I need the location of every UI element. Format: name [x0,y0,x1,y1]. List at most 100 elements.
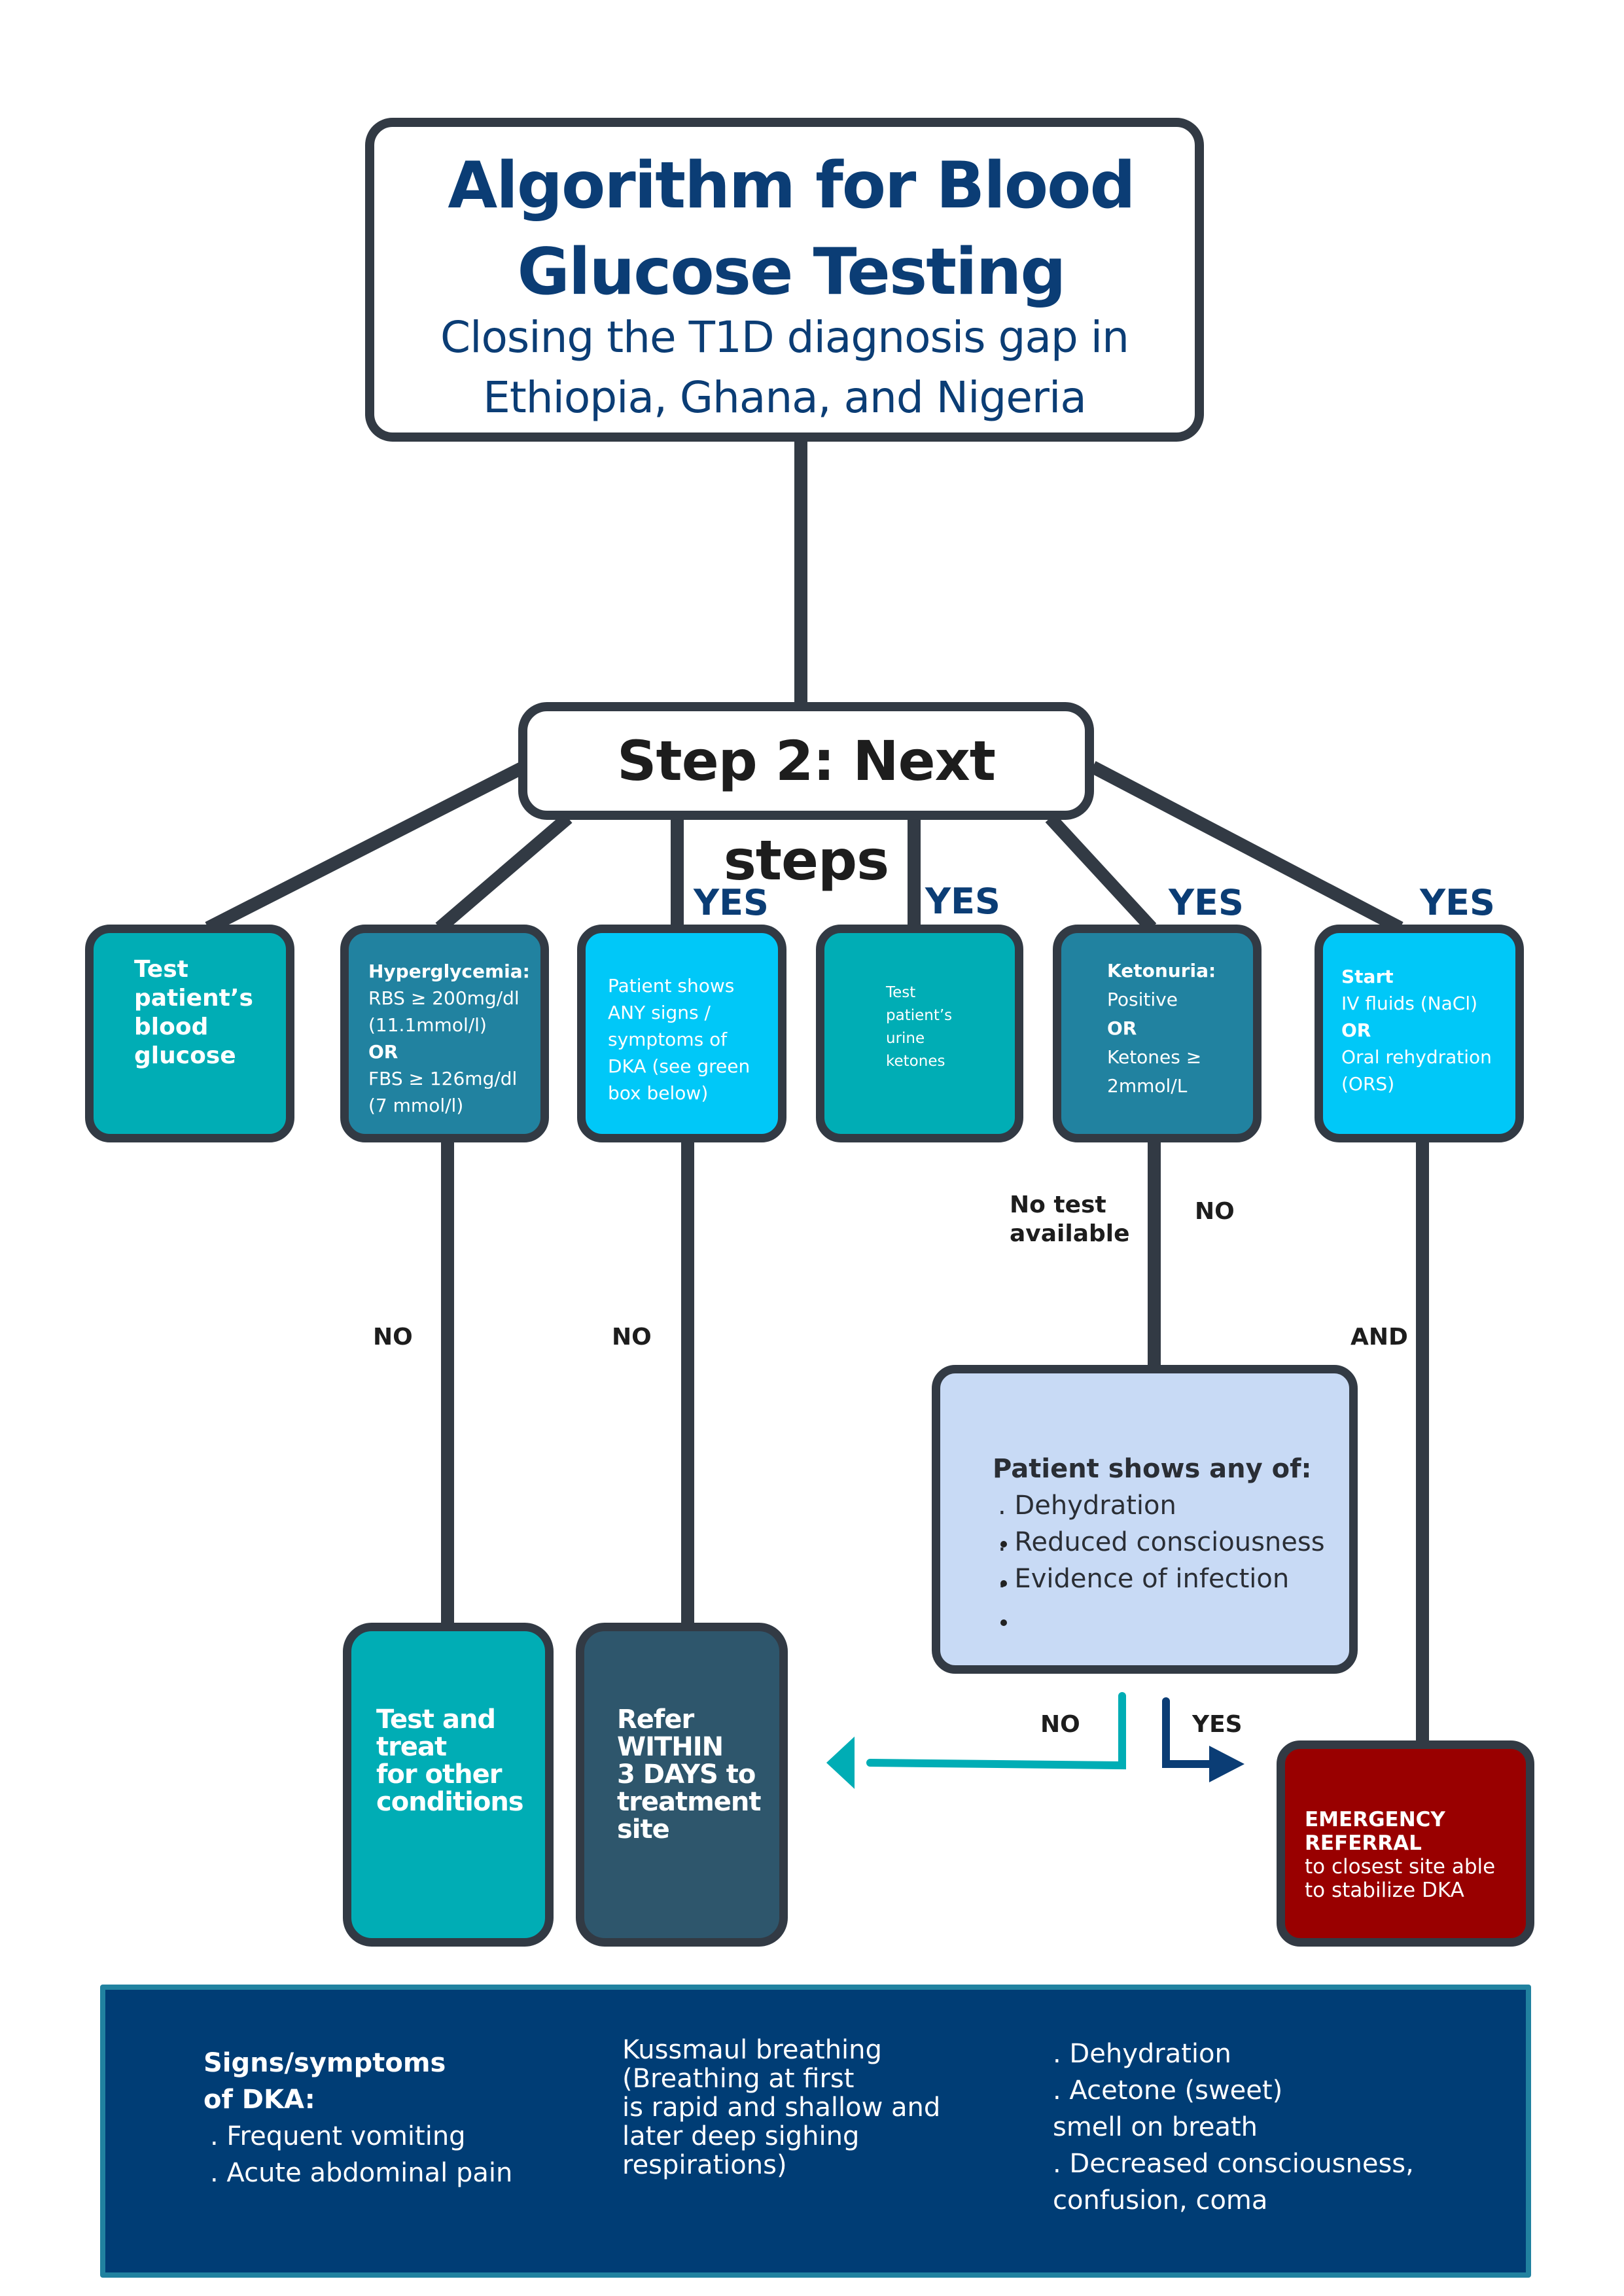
subtitle-line-1: Closing the T1D diagnosis gap in [440,312,1129,362]
box-line: Ketonuria: [1107,960,1216,981]
emergency-heading: REFERRAL [1305,1831,1422,1855]
step-2-label: Step 2: Next steps [617,729,996,892]
dka-symptoms-panel: Signs/symptoms of DKA: . Frequent vomiti… [100,1985,1531,2278]
box-line: DKA (see green [608,1055,750,1077]
bullet-icon [1000,1619,1007,1626]
step-2-box: Step 2: Next steps [518,702,1094,892]
no-test-available-label: No test available [1010,1191,1130,1248]
box-line: box below) [608,1082,709,1104]
subtitle-line-2: Ethiopia, Ghana, and Nigeria [483,372,1087,423]
box-line: glucose [134,1042,236,1069]
box-line: OR [1107,1017,1137,1039]
box-line: Test [886,984,916,1001]
box-line: OR [368,1041,398,1063]
box-line: Test and [376,1704,496,1735]
box-line: Hyperglycemia: [368,961,530,982]
box-line: for other [376,1759,502,1790]
connector-step-to-box1 [205,761,527,934]
no-label: NO [612,1324,652,1351]
box-line: 2mmol/L [1107,1075,1188,1097]
title-box: Algorithm for Blood Glucose Testing Clos… [365,118,1204,442]
ketonuria-box: Ketonuria: Positive OR Ketones ≥ 2mmol/L [1053,925,1262,1142]
box-line: urine [886,1030,925,1047]
box-line: FBS ≥ 126mg/dl [368,1068,518,1089]
box-line: IV fluids (NaCl) [1341,993,1478,1014]
emergency-line: to stabilize DKA [1305,1879,1464,1902]
connector-step-to-box6 [1089,761,1403,934]
box-line: Oral rehydration [1341,1046,1492,1068]
symptom-line: confusion, coma [1053,2185,1268,2216]
box-line: Start [1341,966,1394,987]
test-blood-glucose-box: Test patient’s blood glucose [85,925,294,1142]
emergency-line: to closest site able [1305,1855,1496,1879]
no-label: NO [1040,1711,1080,1738]
title-line-1: Algorithm for Blood [448,149,1135,223]
hyperglycemia-box: Hyperglycemia: RBS ≥ 200mg/dl (11.1mmol/… [340,925,549,1142]
symptom-line: Kussmaul breathing [622,2035,882,2065]
box-line: ANY signs / [608,1002,711,1023]
box-line: treatment [617,1787,761,1817]
box-line: Ketones ≥ [1107,1046,1202,1068]
test-and-treat-box: Test and treat for other conditions [343,1623,554,1947]
symptom-line: respirations) [622,2150,787,2180]
box-line: Positive [1107,989,1178,1010]
panel-column-3: . Dehydration . Acetone (sweet) smell on… [1053,2036,1414,2219]
box-line: WITHIN [617,1732,724,1762]
box-line: (7 mmol/l) [368,1095,464,1116]
symptom-item: . Frequent vomiting [210,2121,466,2151]
bullet-icon [1000,1541,1007,1547]
start-fluids-box: Start IV fluids (NaCl) OR Oral rehydrati… [1315,925,1524,1142]
box-line: site [617,1814,670,1845]
box-line: treat [376,1732,447,1762]
refer-within-3-days-box: Refer WITHIN 3 DAYS to treatment site [576,1623,788,1947]
box-line: RBS ≥ 200mg/dl [368,987,520,1009]
yes-label: YES [694,882,769,923]
symptom-line: . Acetone (sweet) [1053,2075,1283,2106]
and-label: AND [1350,1324,1408,1351]
label-line: No test [1010,1192,1106,1218]
yes-label: YES [1420,882,1495,923]
symptom-line: . Dehydration [1053,2039,1231,2069]
box-line: (11.1mmol/l) [368,1014,487,1036]
box-line: blood [134,1014,209,1040]
dka-criteria-item: . Dehydration [998,1491,1176,1521]
box-line: Test [134,956,188,983]
box-line: conditions [376,1787,524,1817]
panel-column-1: Signs/symptoms of DKA: . Frequent vomiti… [203,2045,512,2191]
yes-label: YES [925,881,1000,922]
dka-criteria-box: Patient shows any of: . Dehydration . Re… [932,1365,1358,1674]
yes-arrow [1162,1697,1244,1782]
title-line-2: Glucose Testing [517,235,1066,309]
yes-label: YES [1169,882,1244,923]
box-line: Patient shows [608,975,735,997]
box-line: patient’s [886,1007,953,1024]
box-line: ketones [886,1053,945,1070]
dka-signs-box: Patient shows ANY signs / symptoms of DK… [577,925,786,1142]
symptom-line: (Breathing at first [622,2064,855,2094]
subtitle: Closing the T1D diagnosis gap in Ethiopi… [374,308,1195,428]
panel-heading: of DKA: [203,2085,315,2115]
dka-criteria-item: . Reduced consciousness [998,1527,1325,1557]
no-arrow [826,1692,1126,1789]
dka-criteria-heading: Patient shows any of: [993,1454,1312,1484]
symptom-line: later deep sighing [622,2121,860,2151]
symptom-item: . Acute abdominal pain [210,2158,513,2188]
box-line: patient’s [134,985,253,1012]
dka-criteria-item: . Evidence of infection [998,1564,1290,1594]
page-title: Algorithm for Blood Glucose Testing [374,143,1195,315]
label-line: available [1010,1220,1130,1247]
box-line: (ORS) [1341,1073,1395,1095]
box-line: symptoms of [608,1029,728,1050]
connector-step-to-box5 [1045,813,1157,932]
test-urine-ketones-box: Test patient’s urine ketones [816,925,1023,1142]
symptom-line: is rapid and shallow and [622,2093,941,2123]
connector-step-to-box2 [435,813,573,933]
no-label: NO [373,1324,413,1351]
symptom-line: . Decreased consciousness, [1053,2149,1414,2179]
panel-heading: Signs/symptoms [203,2048,446,2078]
box-line: 3 DAYS to [617,1759,756,1790]
emergency-referral-box: EMERGENCY REFERRAL to closest site able … [1277,1740,1534,1947]
bullet-icon [1000,1580,1007,1587]
box-line: OR [1341,1019,1371,1041]
